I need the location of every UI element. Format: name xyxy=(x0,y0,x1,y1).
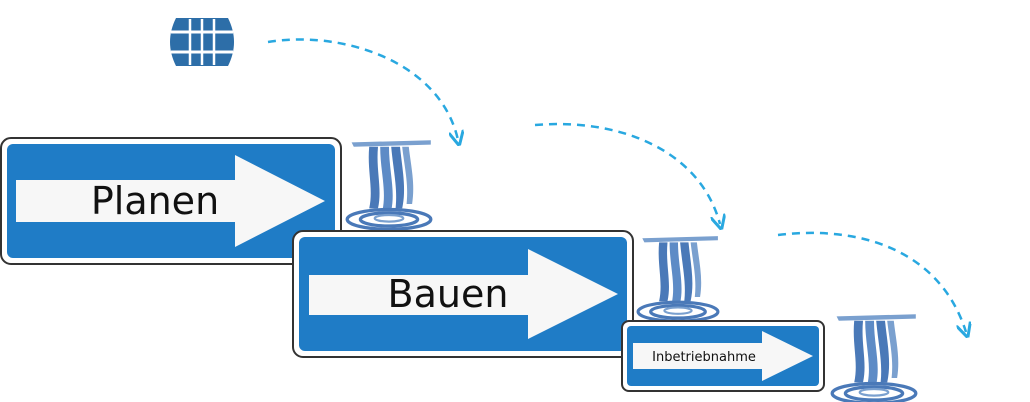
direction-arrow xyxy=(309,249,618,339)
stage-label: Inbetriebnahme xyxy=(652,350,756,365)
stage-label: Planen xyxy=(91,179,219,223)
stage-sign-planen: Planen xyxy=(0,137,342,265)
stage-label: Bauen xyxy=(388,272,509,316)
flow-arrow-2 xyxy=(534,122,720,224)
direction-arrow xyxy=(16,155,325,247)
flow-arrow-3 xyxy=(777,231,966,332)
direction-arrow xyxy=(633,331,813,381)
barrel-icon xyxy=(170,18,234,66)
stage-sign-bauen: Bauen xyxy=(292,230,634,358)
waterfall-icon xyxy=(830,312,918,402)
waterfall-icon xyxy=(345,138,433,231)
waterfall-icon xyxy=(636,234,720,323)
stage-sign-inbetriebnahme: Inbetriebnahme xyxy=(621,320,825,392)
flow-arrow-1 xyxy=(267,38,458,140)
